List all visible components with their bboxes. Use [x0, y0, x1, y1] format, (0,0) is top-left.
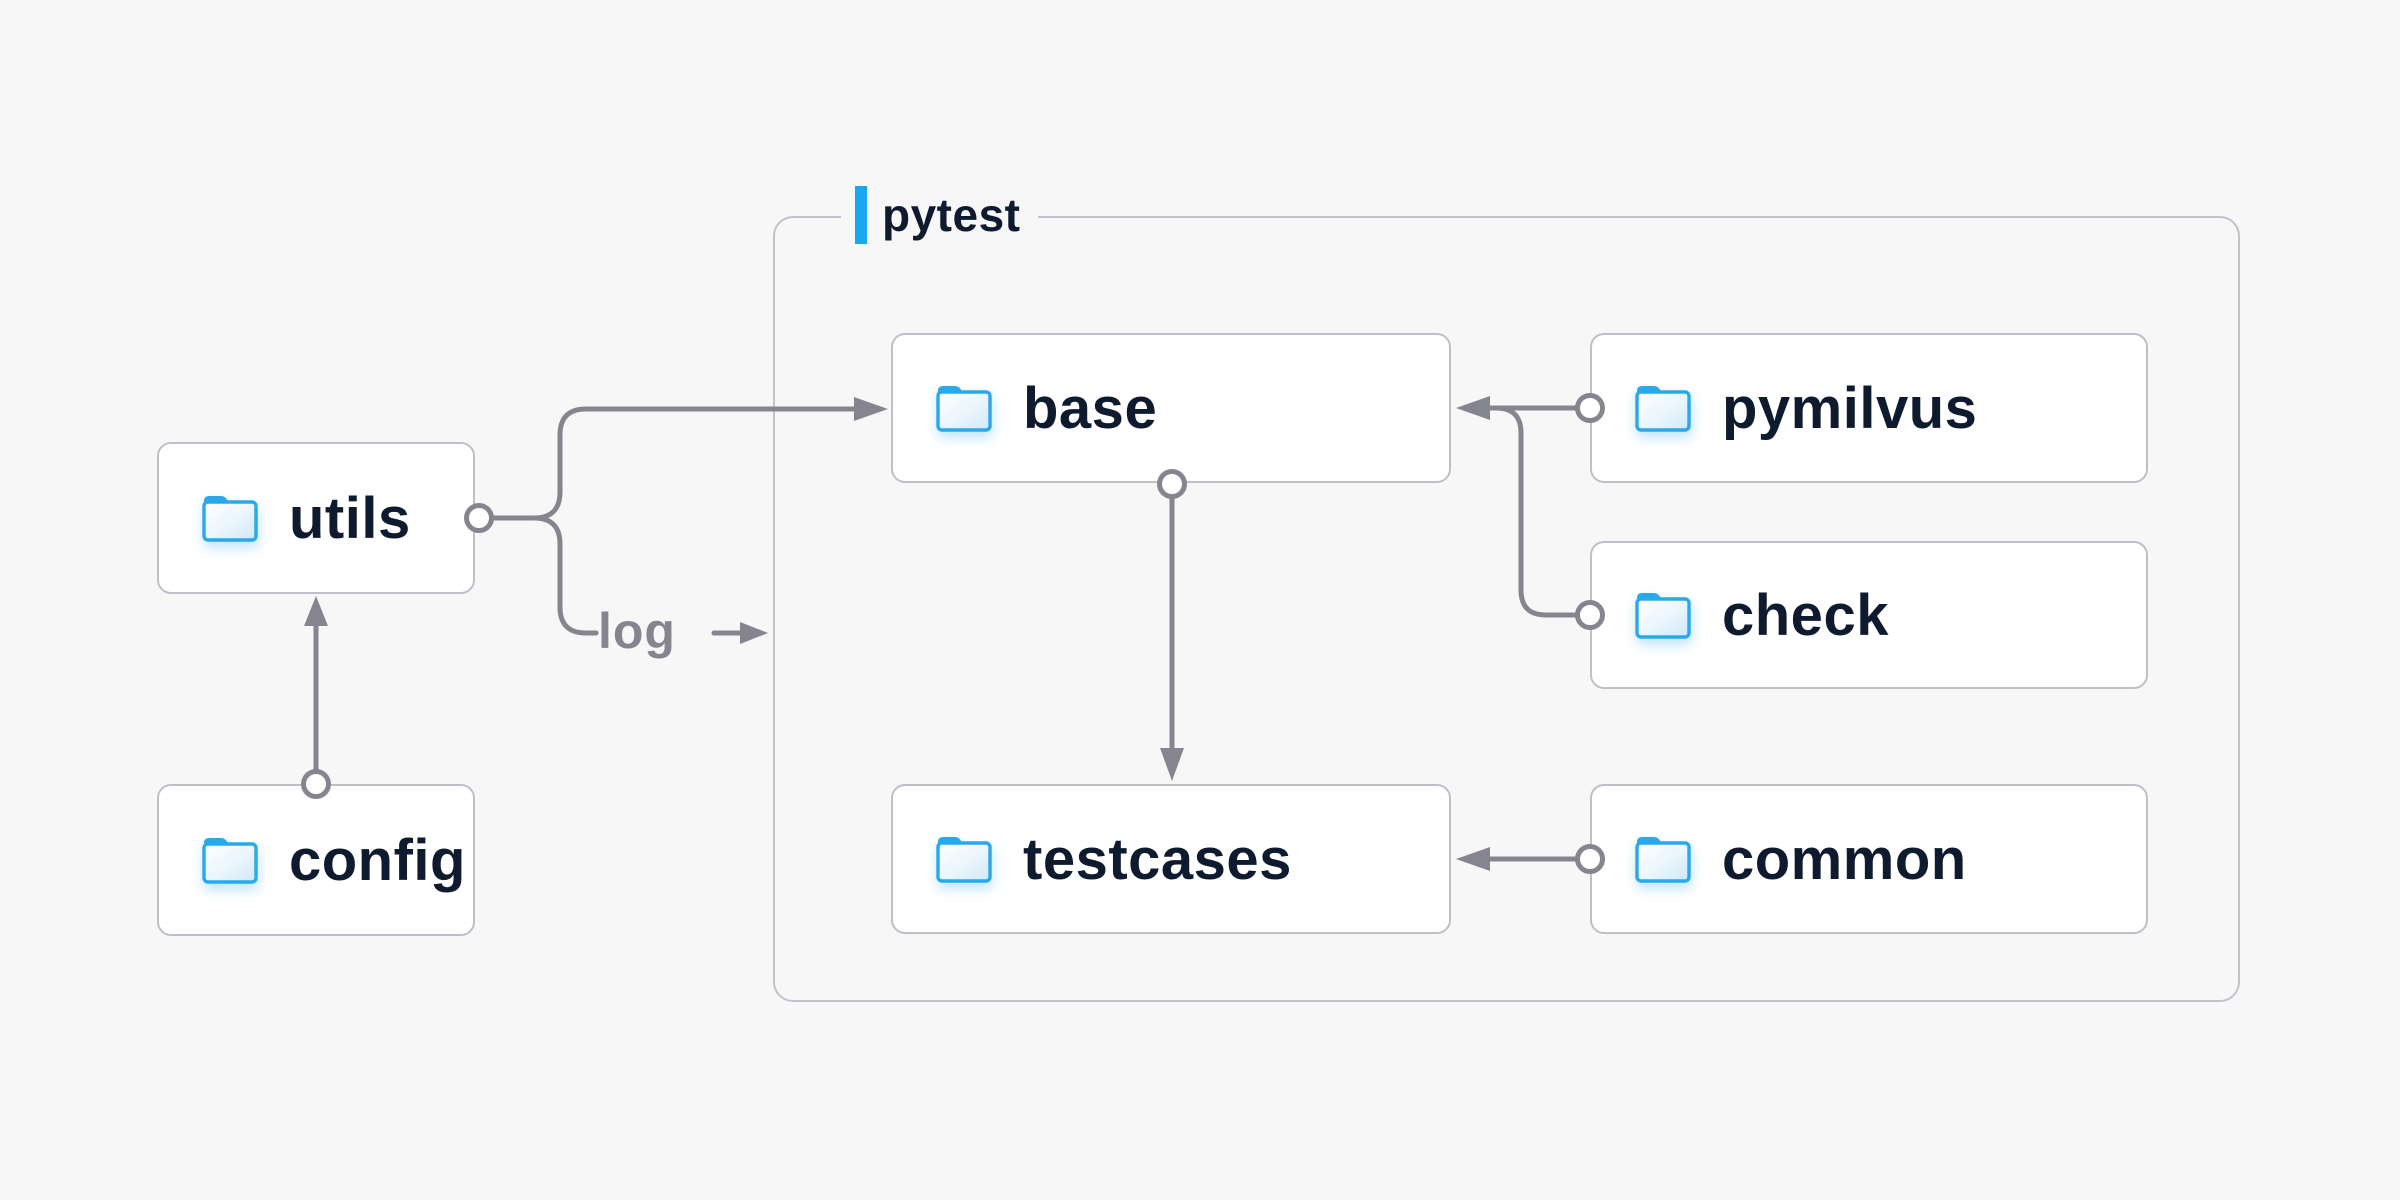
folder-icon — [202, 496, 258, 542]
folder-icon — [202, 838, 258, 884]
node-utils: utils — [157, 442, 475, 594]
node-label: check — [1722, 582, 1889, 648]
pytest-group-container — [773, 216, 2240, 1002]
node-pymilvus: pymilvus — [1590, 333, 2148, 483]
node-label: base — [1023, 375, 1158, 441]
folder-icon — [1635, 837, 1691, 883]
node-check: check — [1590, 541, 2148, 689]
node-label: utils — [289, 485, 411, 551]
pytest-group-label: pytest — [841, 184, 1039, 246]
node-config: config — [157, 784, 475, 936]
node-common: common — [1590, 784, 2148, 934]
pytest-group-title: pytest — [882, 189, 1021, 241]
node-label: config — [289, 827, 466, 893]
pytest-accent-bar — [855, 186, 867, 244]
node-label: testcases — [1023, 826, 1292, 892]
node-base: base — [891, 333, 1451, 483]
node-testcases: testcases — [891, 784, 1451, 934]
node-label: pymilvus — [1722, 375, 1978, 441]
folder-icon — [1635, 386, 1691, 432]
folder-icon — [936, 837, 992, 883]
folder-icon — [1635, 593, 1691, 639]
edge-config-utils — [301, 596, 331, 799]
folder-icon — [936, 386, 992, 432]
edge-label-log: log — [598, 603, 676, 659]
node-label: common — [1722, 826, 1967, 892]
